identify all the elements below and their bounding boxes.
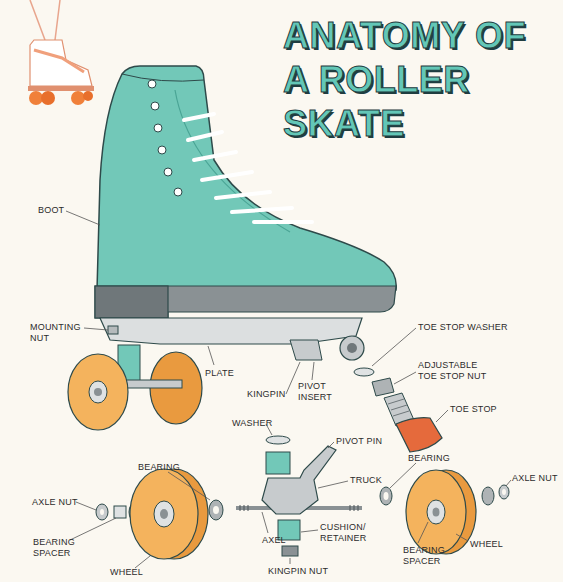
part-label: WASHER xyxy=(232,418,272,429)
part-label: BOOT xyxy=(38,205,64,216)
page-title: ANATOMY OF A ROLLER SKATE xyxy=(283,14,555,146)
part-label: MOUNTING NUT xyxy=(30,322,82,344)
part-label: BEARING xyxy=(138,462,180,473)
part-label: PLATE xyxy=(205,368,234,379)
skate-icon xyxy=(28,0,94,105)
part-label: ADJUSTABLE TOE STOP NUT xyxy=(418,360,498,382)
toe-stop-drawing xyxy=(340,336,442,452)
part-label: WHEEL xyxy=(470,539,503,550)
part-label: AXLE NUT xyxy=(32,497,78,508)
part-label: TRUCK xyxy=(350,475,382,486)
part-label: PIVOT PIN xyxy=(336,436,382,447)
part-label: AXLE NUT xyxy=(512,473,558,484)
part-label: BEARING SPACER xyxy=(403,545,451,567)
left-wheel-drawing xyxy=(96,469,223,559)
plate-drawing xyxy=(68,318,362,430)
part-label: CUSHION/ RETAINER xyxy=(320,522,372,544)
part-label: BEARING xyxy=(408,453,450,464)
right-wheel-drawing xyxy=(380,470,509,554)
part-label: AXEL xyxy=(262,535,286,546)
part-label: PIVOT INSERT xyxy=(298,381,338,403)
part-label: WHEEL xyxy=(110,567,143,578)
leader-lines xyxy=(66,211,511,568)
part-label: BEARING SPACER xyxy=(33,537,81,559)
part-label: KINGPIN NUT xyxy=(268,566,328,577)
part-label: TOE STOP xyxy=(450,404,497,415)
part-label: KINGPIN xyxy=(247,389,285,400)
part-label: TOE STOP WASHER xyxy=(418,322,508,333)
